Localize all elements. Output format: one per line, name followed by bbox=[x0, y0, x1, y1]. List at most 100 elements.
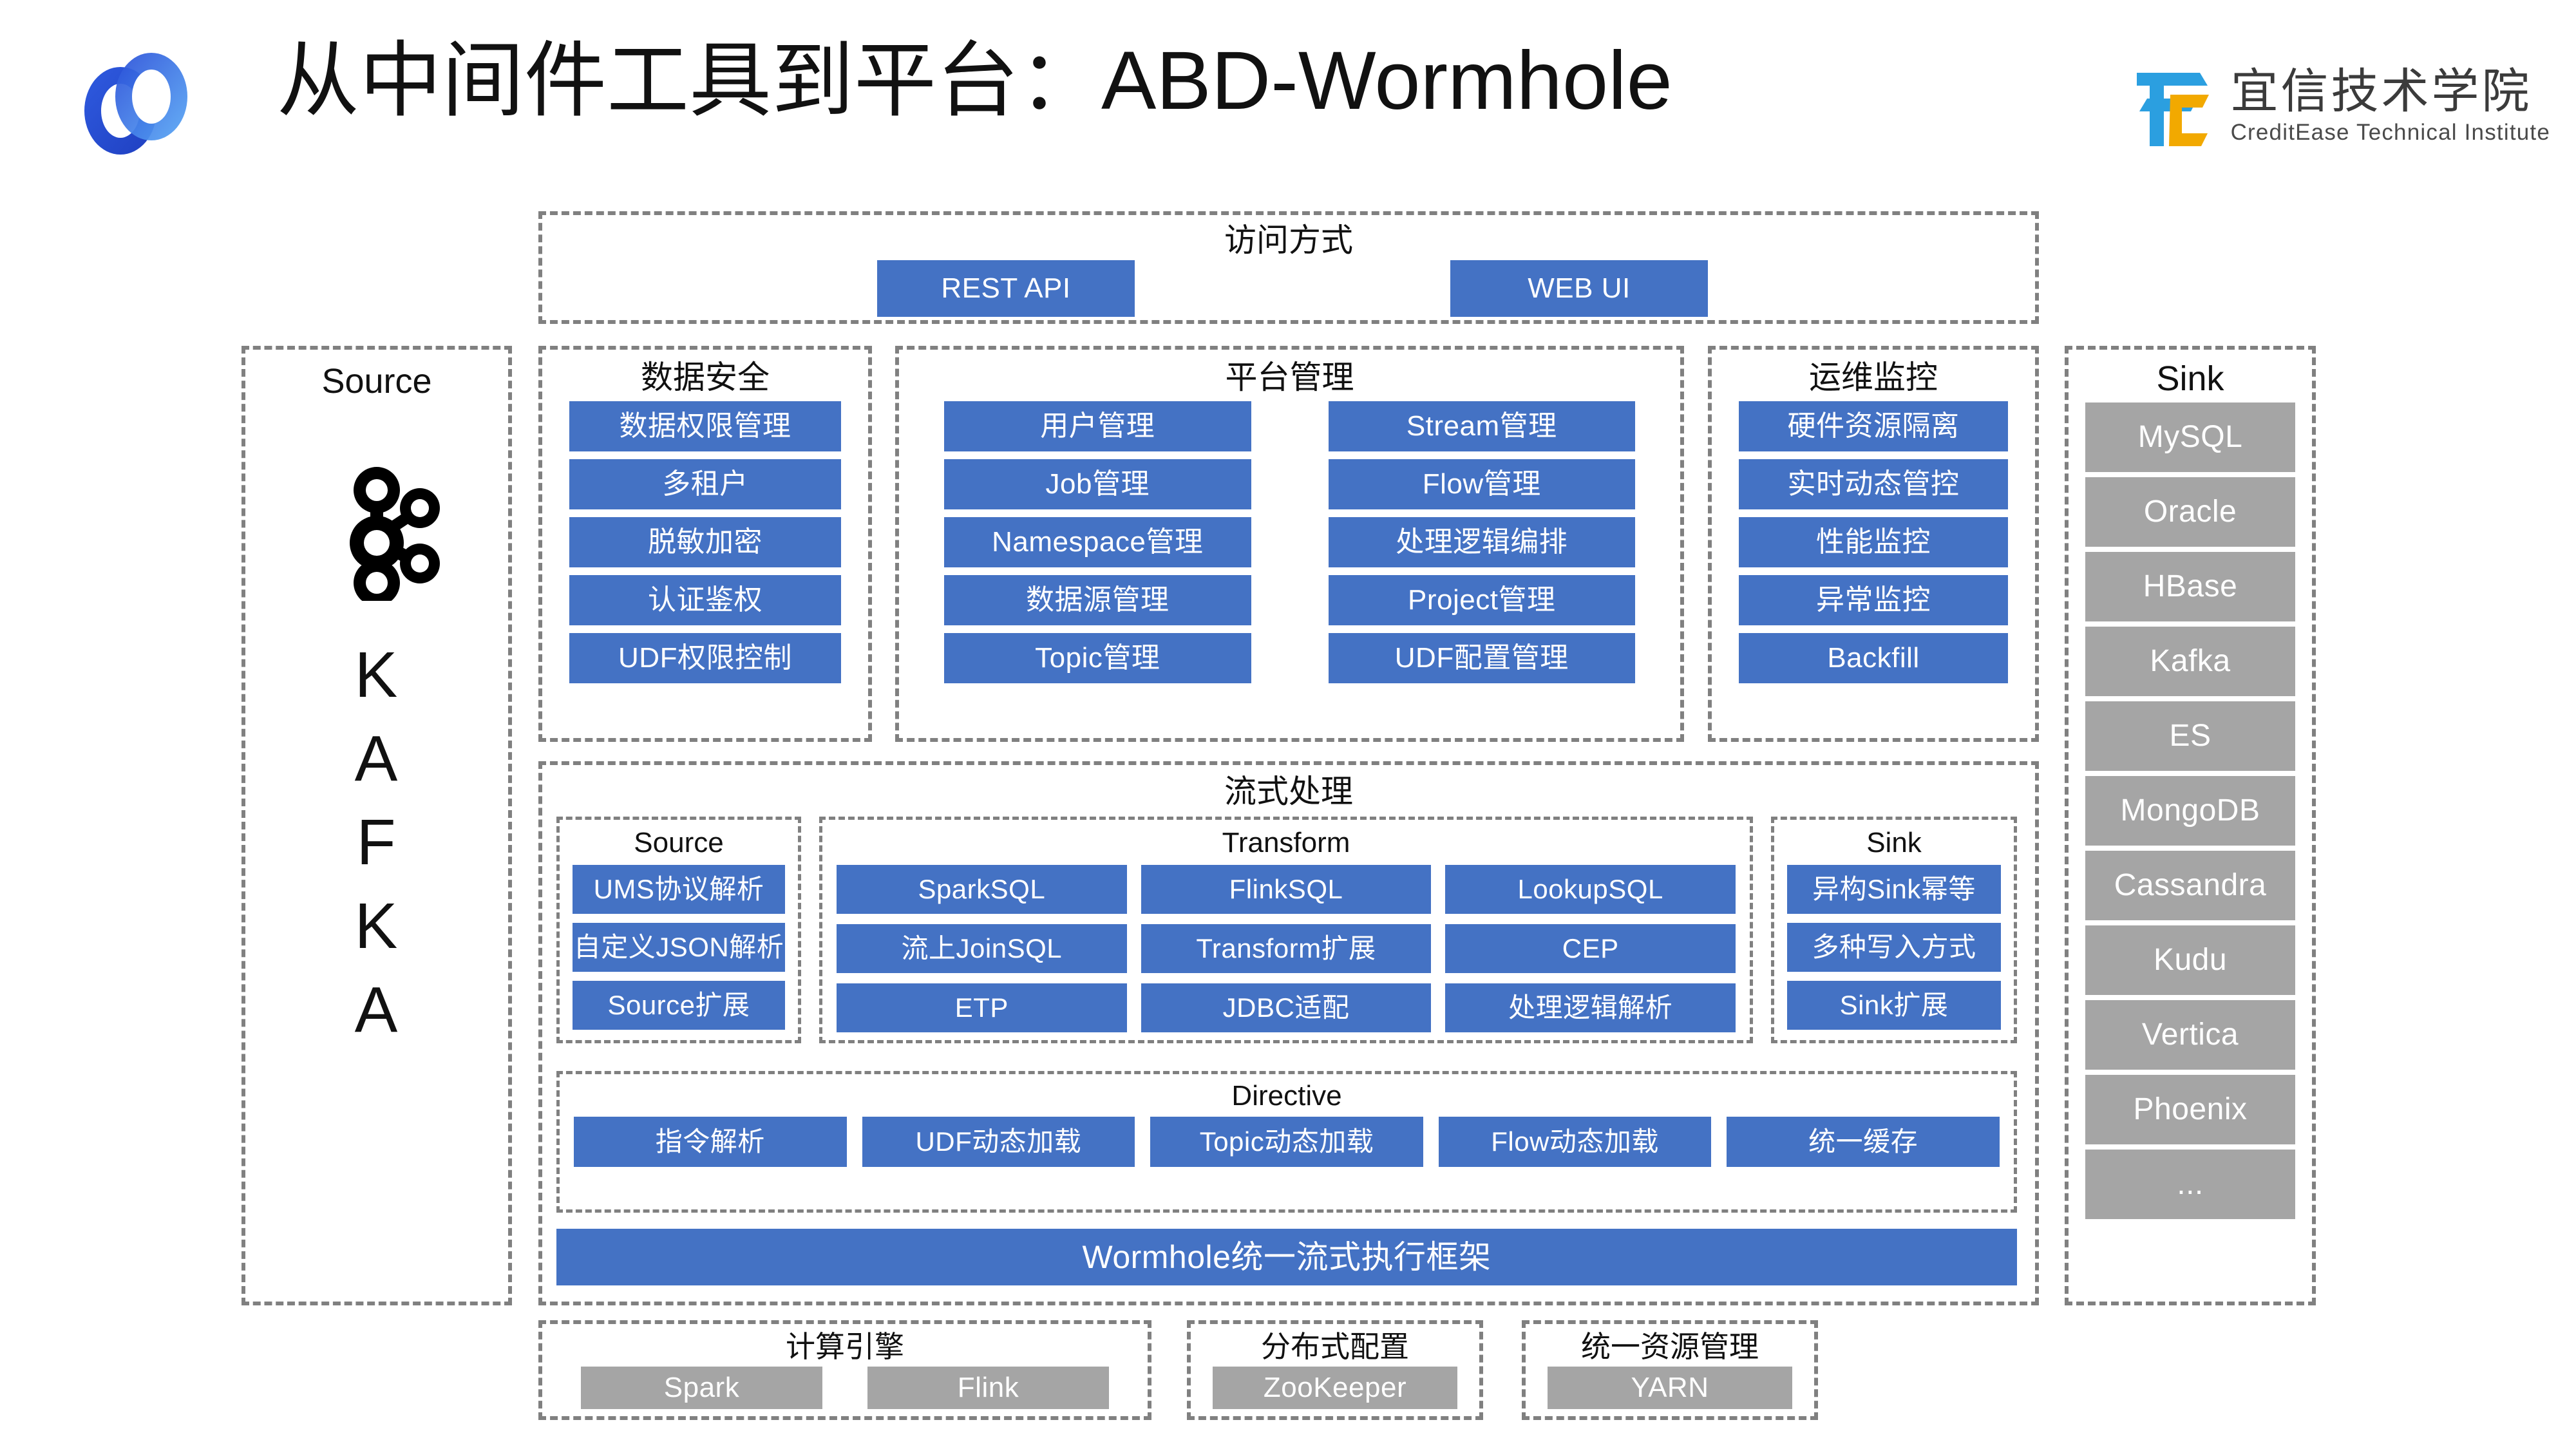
platform-item[interactable]: Topic管理 bbox=[944, 633, 1251, 683]
stream-transform-title: Transform bbox=[1222, 827, 1350, 858]
sink-item[interactable]: MySQL bbox=[2085, 402, 2295, 472]
compute-engine-item[interactable]: Flink bbox=[867, 1367, 1109, 1409]
stream-sink-item[interactable]: Sink扩展 bbox=[1787, 981, 2001, 1030]
sink-item-more[interactable]: ... bbox=[2085, 1150, 2295, 1219]
platform-item[interactable]: 处理逻辑编排 bbox=[1328, 517, 1635, 567]
resource-management-item[interactable]: YARN bbox=[1548, 1367, 1792, 1409]
directive-item[interactable]: 统一缓存 bbox=[1727, 1117, 2000, 1167]
brand-name-en: CreditEase Technical Institute bbox=[2230, 119, 2550, 145]
stream-sink-item[interactable]: 异构Sink幂等 bbox=[1787, 865, 2001, 914]
brand-lockup: 宜信技术学院 CreditEase Technical Institute bbox=[2130, 61, 2550, 151]
stream-source-panel: Source UMS协议解析 自定义JSON解析 Source扩展 bbox=[556, 817, 801, 1043]
ops-item[interactable]: 硬件资源隔离 bbox=[1739, 401, 2008, 451]
stream-transform-item[interactable]: Transform扩展 bbox=[1141, 924, 1432, 973]
sink-item[interactable]: Phoenix bbox=[2085, 1075, 2295, 1144]
sink-item[interactable]: Oracle bbox=[2085, 477, 2295, 547]
source-title: Source bbox=[321, 362, 432, 401]
stream-processing-row: Source UMS协议解析 自定义JSON解析 Source扩展 Transf… bbox=[542, 817, 2035, 1285]
sink-item[interactable]: ES bbox=[2085, 701, 2295, 771]
brand-name-cn: 宜信技术学院 bbox=[2230, 64, 2532, 118]
compute-engine-items: Spark Flink bbox=[542, 1361, 1148, 1409]
directive-item[interactable]: Flow动态加载 bbox=[1438, 1117, 1712, 1167]
platform-left-column: 用户管理 Job管理 Namespace管理 数据源管理 Topic管理 bbox=[944, 401, 1251, 683]
platform-item[interactable]: UDF配置管理 bbox=[1328, 633, 1635, 683]
resource-management-items: YARN bbox=[1526, 1361, 1814, 1409]
resource-management-panel: 统一资源管理 YARN bbox=[1522, 1320, 1818, 1420]
stream-transform-item[interactable]: 处理逻辑解析 bbox=[1445, 983, 1736, 1032]
platform-management-items: 用户管理 Job管理 Namespace管理 数据源管理 Topic管理 Str… bbox=[899, 393, 1680, 683]
distributed-config-item[interactable]: ZooKeeper bbox=[1213, 1367, 1457, 1409]
distributed-config-title: 分布式配置 bbox=[1261, 1330, 1409, 1363]
sink-item[interactable]: Cassandra bbox=[2085, 851, 2295, 920]
compute-engine-title: 计算引擎 bbox=[786, 1330, 904, 1363]
compute-engine-item[interactable]: Spark bbox=[581, 1367, 822, 1409]
platform-item[interactable]: Flow管理 bbox=[1328, 459, 1635, 509]
platform-item[interactable]: 数据源管理 bbox=[944, 575, 1251, 625]
kafka-logo-icon bbox=[309, 466, 444, 606]
stream-transform-item[interactable]: SparkSQL bbox=[837, 865, 1127, 914]
stream-transform-item[interactable]: CEP bbox=[1445, 924, 1736, 973]
kafka-letter: A bbox=[354, 974, 399, 1046]
sink-item[interactable]: MongoDB bbox=[2085, 776, 2295, 846]
kafka-letter: F bbox=[356, 806, 397, 878]
platform-item[interactable]: Namespace管理 bbox=[944, 517, 1251, 567]
stream-processing-panel: 流式处理 Source UMS协议解析 自定义JSON解析 Source扩展 T… bbox=[538, 761, 2039, 1305]
stream-transform-items: SparkSQL FlinkSQL LookupSQL 流上JoinSQL Tr… bbox=[822, 857, 1750, 1032]
sink-items: MySQL Oracle HBase Kafka ES MongoDB Cass… bbox=[2069, 396, 2312, 1219]
stream-transform-item[interactable]: ETP bbox=[837, 983, 1127, 1032]
directive-item[interactable]: Topic动态加载 bbox=[1150, 1117, 1423, 1167]
platform-management-title: 平台管理 bbox=[1225, 359, 1354, 395]
stream-transform-item[interactable]: JDBC适配 bbox=[1141, 983, 1432, 1032]
stream-transform-item[interactable]: LookupSQL bbox=[1445, 865, 1736, 914]
directive-item[interactable]: 指令解析 bbox=[574, 1117, 847, 1167]
sink-item[interactable]: HBase bbox=[2085, 552, 2295, 621]
stream-transform-item[interactable]: FlinkSQL bbox=[1141, 865, 1432, 914]
stream-transform-panel: Transform SparkSQL FlinkSQL LookupSQL 流上… bbox=[819, 817, 1753, 1043]
kafka-letter: K bbox=[354, 890, 399, 962]
ops-item[interactable]: 异常监控 bbox=[1739, 575, 2008, 625]
compute-engine-panel: 计算引擎 Spark Flink bbox=[538, 1320, 1151, 1420]
security-item[interactable]: 脱敏加密 bbox=[569, 517, 841, 567]
stream-sink-item[interactable]: 多种写入方式 bbox=[1787, 923, 2001, 972]
stream-sink-panel: Sink 异构Sink幂等 多种写入方式 Sink扩展 bbox=[1771, 817, 2017, 1043]
creditease-tc-icon bbox=[2130, 61, 2214, 151]
access-methods-title: 访问方式 bbox=[1224, 222, 1353, 258]
resource-management-title: 统一资源管理 bbox=[1581, 1330, 1759, 1363]
sink-panel: Sink MySQL Oracle HBase Kafka ES MongoDB… bbox=[2065, 346, 2316, 1305]
stream-source-item[interactable]: Source扩展 bbox=[573, 981, 785, 1030]
source-panel: Source K A F K A bbox=[242, 346, 512, 1305]
ops-monitoring-items: 硬件资源隔离 实时动态管控 性能监控 异常监控 Backfill bbox=[1712, 393, 2035, 683]
ops-item[interactable]: 实时动态管控 bbox=[1739, 459, 2008, 509]
stream-source-item[interactable]: 自定义JSON解析 bbox=[573, 923, 785, 972]
directive-title: Directive bbox=[1231, 1080, 1342, 1112]
ops-item[interactable]: 性能监控 bbox=[1739, 517, 2008, 567]
web-ui-button[interactable]: WEB UI bbox=[1450, 260, 1708, 317]
data-security-title: 数据安全 bbox=[641, 359, 770, 395]
security-item[interactable]: 认证鉴权 bbox=[569, 575, 841, 625]
kafka-wordmark: K A F K A bbox=[245, 633, 508, 1052]
abd-logo-icon bbox=[61, 52, 229, 155]
platform-item[interactable]: 用户管理 bbox=[944, 401, 1251, 451]
ops-monitoring-panel: 运维监控 硬件资源隔离 实时动态管控 性能监控 异常监控 Backfill bbox=[1708, 346, 2039, 742]
platform-item[interactable]: Stream管理 bbox=[1328, 401, 1635, 451]
slide-header: 从中间件工具到平台：ABD-Wormhole 宜信技术学院 CreditEase… bbox=[0, 0, 2576, 193]
directive-panel: Directive 指令解析 UDF动态加载 Topic动态加载 Flow动态加… bbox=[556, 1071, 2017, 1213]
security-item[interactable]: 数据权限管理 bbox=[569, 401, 841, 451]
platform-item[interactable]: Project管理 bbox=[1328, 575, 1635, 625]
stream-processing-title: 流式处理 bbox=[1224, 773, 1353, 810]
sink-item[interactable]: Kudu bbox=[2085, 925, 2295, 995]
access-methods-panel: 访问方式 REST API WEB UI bbox=[538, 211, 2039, 324]
directive-item[interactable]: UDF动态加载 bbox=[862, 1117, 1135, 1167]
platform-item[interactable]: Job管理 bbox=[944, 459, 1251, 509]
stream-transform-item[interactable]: 流上JoinSQL bbox=[837, 924, 1127, 973]
page-title: 从中间件工具到平台：ABD-Wormhole bbox=[277, 35, 1672, 127]
security-item[interactable]: 多租户 bbox=[569, 459, 841, 509]
rest-api-button[interactable]: REST API bbox=[877, 260, 1135, 317]
security-item[interactable]: UDF权限控制 bbox=[569, 633, 841, 683]
ops-item[interactable]: Backfill bbox=[1739, 633, 2008, 683]
wormhole-framework-bar[interactable]: Wormhole统一流式执行框架 bbox=[556, 1229, 2017, 1285]
stream-source-item[interactable]: UMS协议解析 bbox=[573, 865, 785, 914]
sink-item[interactable]: Kafka bbox=[2085, 627, 2295, 696]
sink-item[interactable]: Vertica bbox=[2085, 1000, 2295, 1070]
